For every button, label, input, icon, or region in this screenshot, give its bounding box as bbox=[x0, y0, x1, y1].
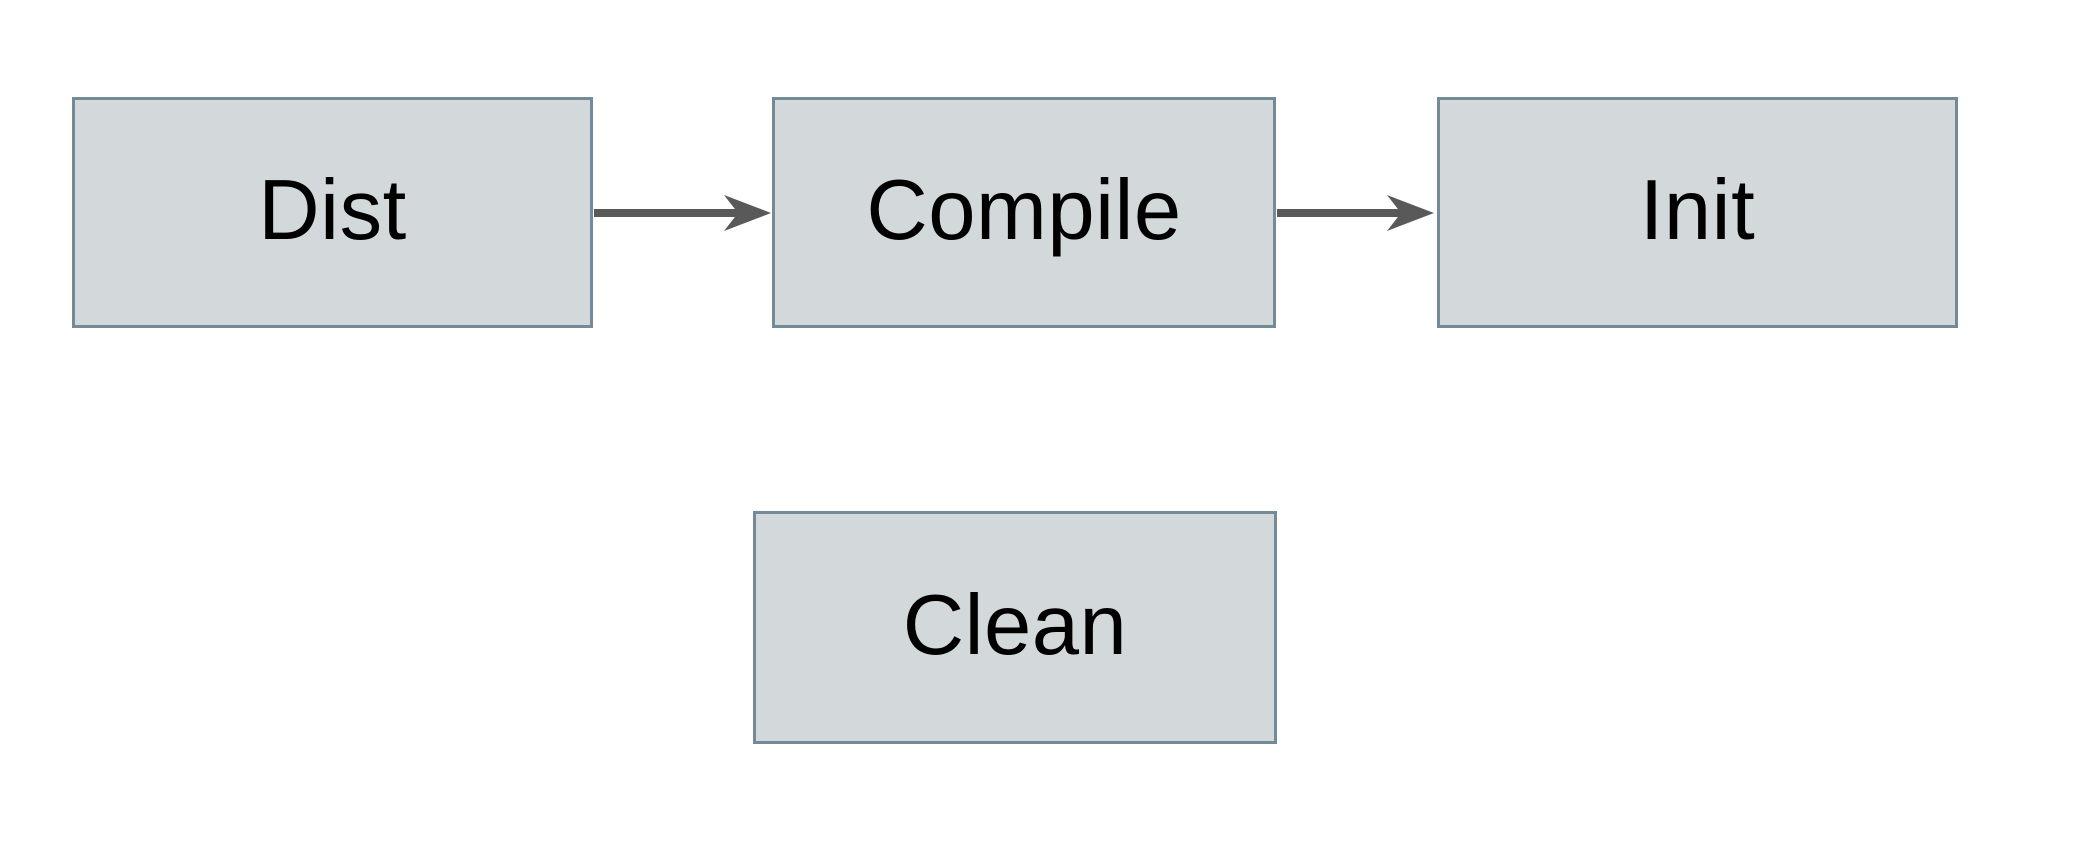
arrow-dist-to-compile bbox=[594, 195, 771, 231]
node-dist-label: Dist bbox=[258, 163, 407, 258]
node-init[interactable]: Init bbox=[1437, 97, 1958, 328]
node-compile-label: Compile bbox=[866, 163, 1182, 258]
node-clean-label: Clean bbox=[902, 578, 1128, 673]
node-clean[interactable]: Clean bbox=[753, 511, 1277, 744]
node-init-label: Init bbox=[1639, 163, 1756, 258]
node-compile[interactable]: Compile bbox=[772, 97, 1276, 328]
arrow-compile-to-init bbox=[1277, 195, 1434, 231]
node-dist[interactable]: Dist bbox=[72, 97, 593, 328]
